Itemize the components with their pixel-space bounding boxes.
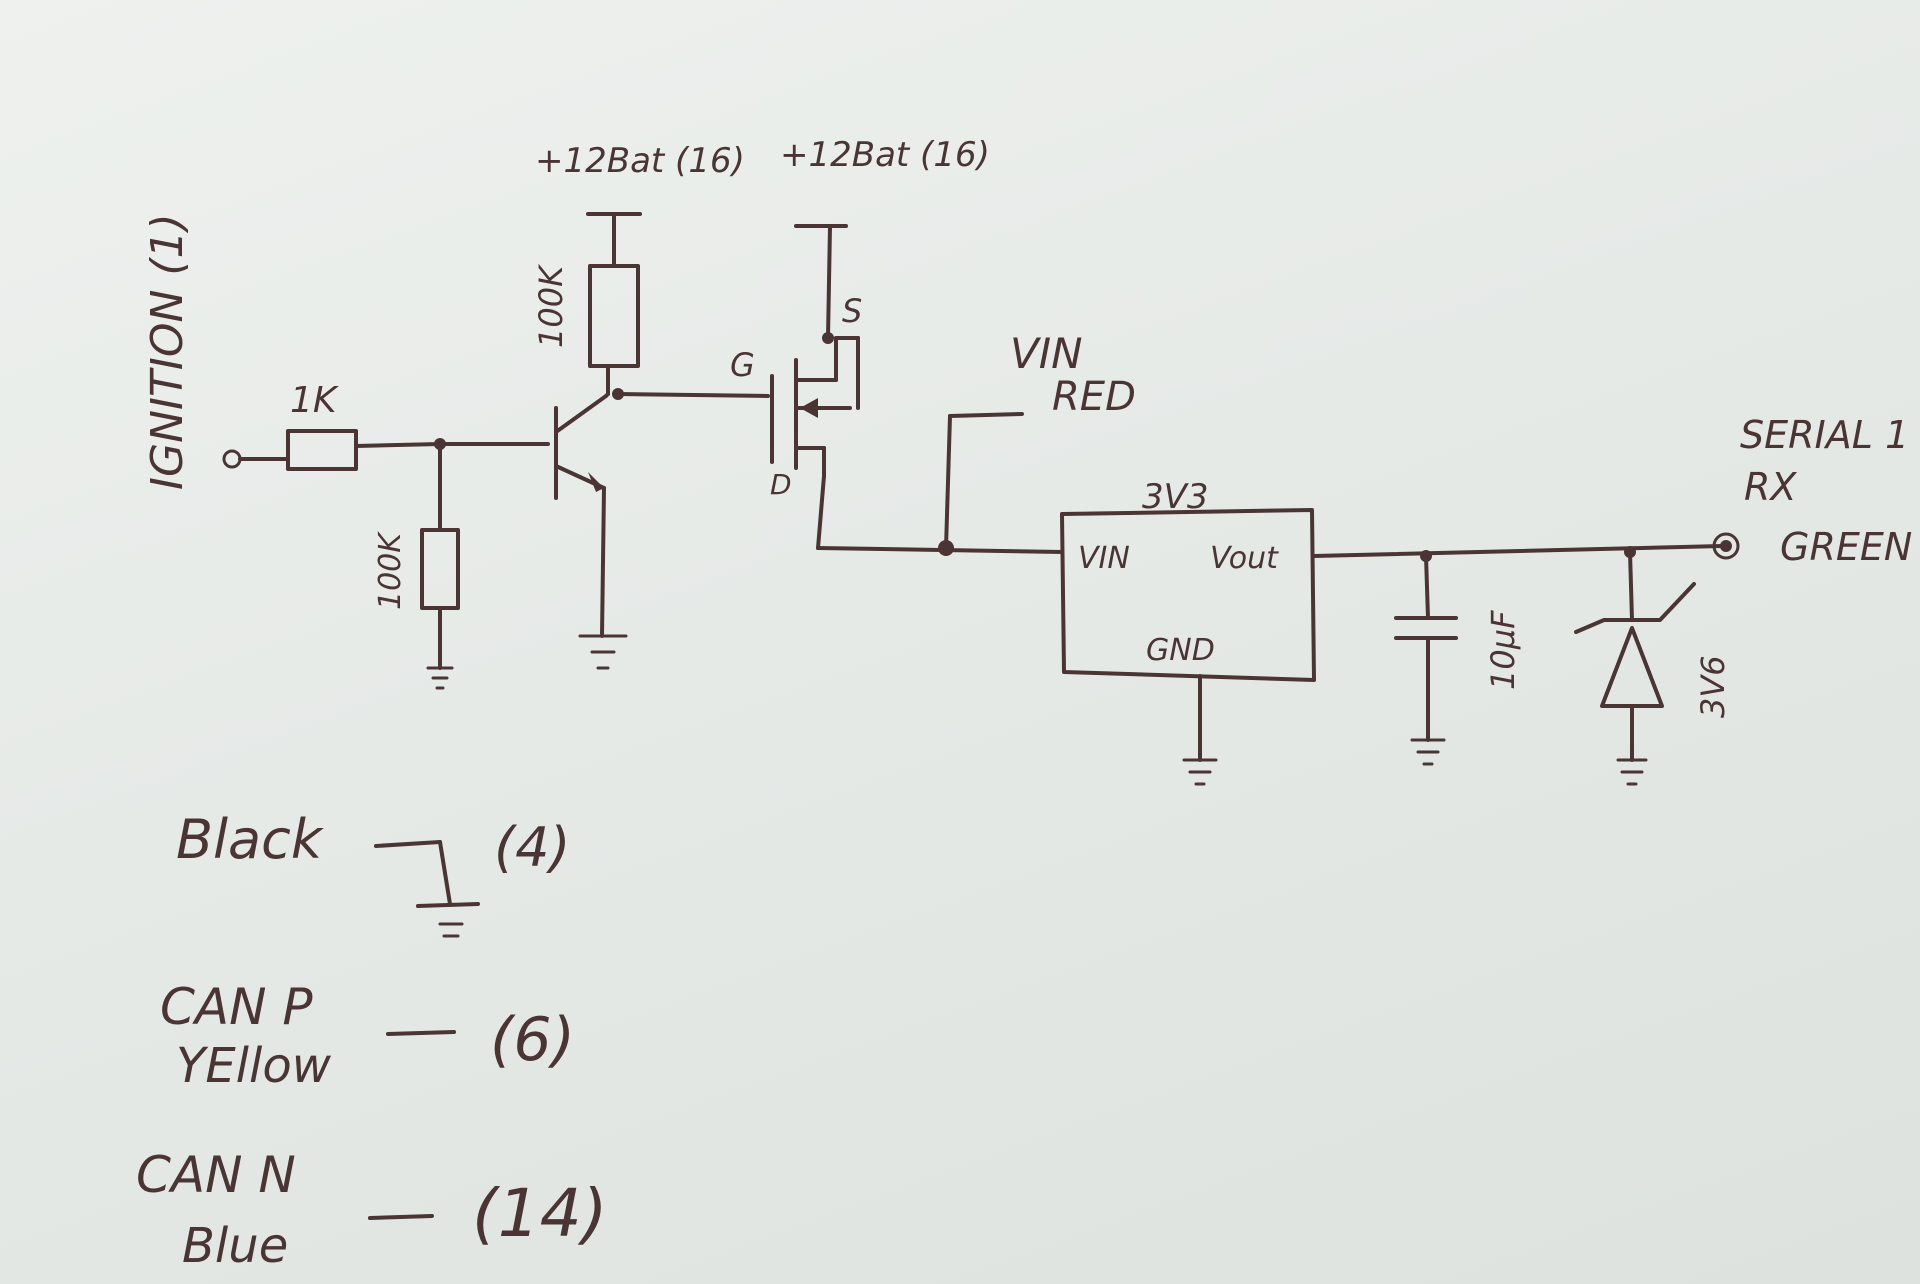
vin-label: VIN [1010,329,1083,378]
capacitor-label: 10µF [1484,610,1522,690]
regulator-gnd: GND [1146,633,1215,668]
zener-diode: 3V6 [1574,550,1732,762]
source-label: S [842,292,862,330]
resistor-100k-pulldown-label: 100K [373,531,408,610]
ground-symbol [1410,738,1446,766]
legend-can-n: CAN N Blue (14) [136,1146,607,1274]
gate-label: G [730,346,755,384]
ignition-label: IGNITION (1) [142,213,193,490]
red-label: RED [1052,374,1136,420]
zener-label: 3V6 [1694,655,1732,718]
rx-label: RX [1744,465,1797,509]
regulator-vin: VIN [1078,541,1130,576]
resistor-1k: 1K [286,380,358,471]
legend-black-pin: (4) [494,816,571,879]
green-label: GREEN [1780,525,1912,569]
bat1-label: +12Bat (16) [535,141,745,181]
resistor-1k-label: 1K [290,380,339,421]
regulator-3v3: 3V3 VIN Vout GND [1060,477,1316,682]
ground-symbol [578,634,628,670]
legend-black: Black (4) [176,808,571,938]
resistor-100k-pulldown: 100K [373,528,460,610]
ignition-terminal [222,449,242,469]
mosfet: G S D [730,292,862,501]
regulator-vout: Vout [1210,541,1279,576]
serial-label: SERIAL 1 [1740,413,1909,457]
legend-can-p-name: CAN P [160,978,313,1036]
legend-can-p: CAN P YEllow (6) [160,978,575,1094]
bat2-label: +12Bat (16) [780,135,990,175]
legend-can-n-pin: (14) [472,1175,607,1252]
drain-label: D [770,468,792,501]
regulator-title: 3V3 [1142,477,1209,517]
legend-black-name: Black [176,808,325,871]
legend-can-p-pin: (6) [490,1005,575,1075]
legend-can-p-color: YEllow [176,1038,332,1094]
resistor-100k-pullup: 100K [532,263,640,368]
ground-symbol [1182,758,1218,786]
npn-transistor [554,394,608,500]
ground-symbol [1616,758,1648,786]
resistor-100k-pullup-label: 100K [532,263,570,348]
capacitor-10uf: 10µF [1394,554,1522,742]
serial-rx-terminal [1712,532,1740,560]
legend-can-n-name: CAN N [136,1146,296,1204]
ground-symbol [426,666,454,690]
legend-can-n-color: Blue [182,1218,288,1274]
